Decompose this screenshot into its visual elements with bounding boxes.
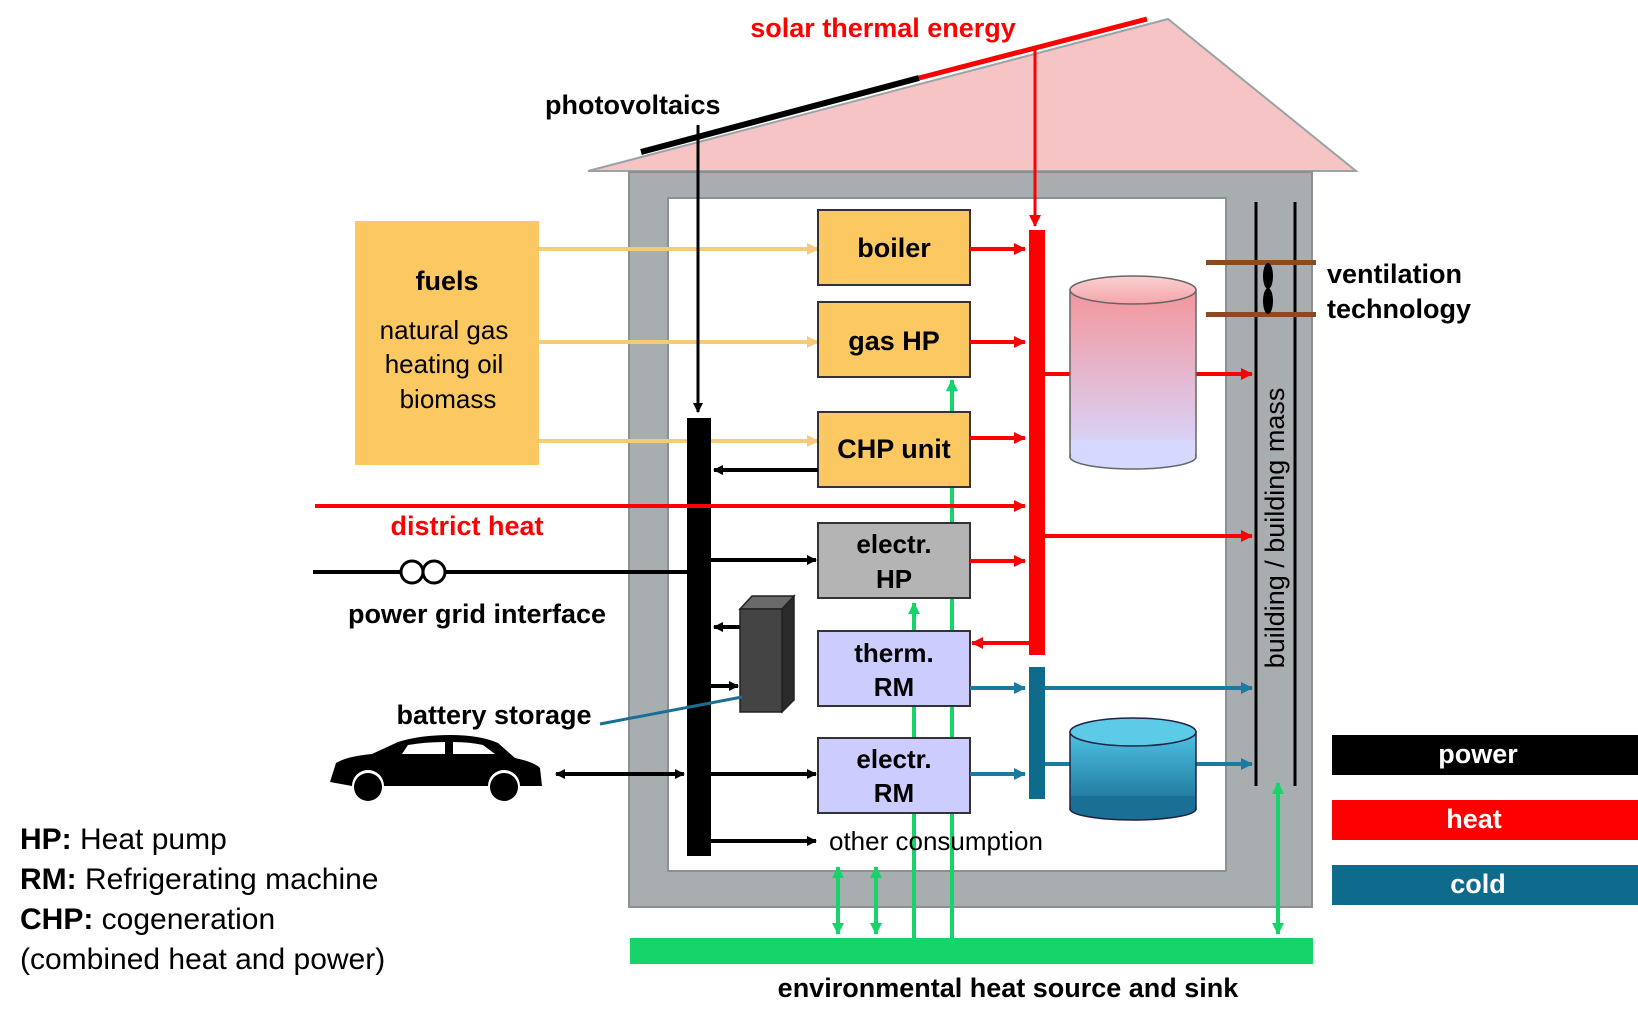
grid-meter-right xyxy=(421,559,447,585)
ventilation-label-2: technology xyxy=(1327,294,1471,324)
ventilation-label-1: ventilation xyxy=(1327,259,1462,289)
unit-therm-rm: therm. RM xyxy=(817,630,971,707)
svg-text:heat: heat xyxy=(1446,804,1502,834)
other-consumption-label: other consumption xyxy=(829,826,1043,856)
car-wheel-rear xyxy=(490,773,518,801)
svg-text:CHP unit: CHP unit xyxy=(837,434,951,464)
fuels-box xyxy=(355,221,539,465)
unit-electr-hp: electr. HP xyxy=(817,522,971,599)
building-mass-label: building / building mass xyxy=(1260,388,1290,669)
svg-text:therm.: therm. xyxy=(854,638,933,668)
battery-icon xyxy=(738,594,796,714)
power-bus xyxy=(687,418,711,856)
car-icon xyxy=(330,735,542,786)
svg-text:electr.: electr. xyxy=(856,744,931,774)
unit-gas-hp: gas HP xyxy=(817,301,971,378)
ventilation-icon xyxy=(1206,260,1316,317)
cold-bus xyxy=(1029,667,1045,799)
svg-text:cold: cold xyxy=(1450,869,1506,899)
svg-text:HP: HP xyxy=(876,564,912,594)
battery-storage-label: battery storage xyxy=(396,700,591,730)
environment-label: environmental heat source and sink xyxy=(778,973,1240,1003)
cold-storage-tank xyxy=(1069,717,1197,821)
solar-collector xyxy=(918,16,1148,81)
power-grid-label: power grid interface xyxy=(348,599,606,629)
legend-cold: cold xyxy=(1332,865,1638,905)
glossary-hp: HP: Heat pump xyxy=(20,823,227,856)
unit-chp: CHP unit xyxy=(817,411,971,488)
district-heat-label: district heat xyxy=(390,511,543,541)
svg-text:power: power xyxy=(1438,739,1518,769)
building-wall xyxy=(628,171,1313,908)
svg-text:RM: RM xyxy=(874,778,914,808)
glossary-chp-expansion: (combined heat and power) xyxy=(20,943,385,976)
svg-text:RM: RM xyxy=(874,672,914,702)
grid-meter-left xyxy=(399,559,425,585)
fuel-heating-oil: heating oil xyxy=(385,349,504,379)
unit-boiler: boiler xyxy=(817,209,971,286)
unit-electr-rm: electr. RM xyxy=(817,737,971,814)
fuels-title: fuels xyxy=(415,266,478,296)
car-wheel-front xyxy=(354,773,382,801)
svg-text:electr.: electr. xyxy=(856,529,931,559)
glossary-chp: CHP: cogeneration xyxy=(20,903,275,936)
environment-bar xyxy=(630,938,1313,964)
hot-storage-tank xyxy=(1069,275,1197,470)
pv-panel xyxy=(640,75,920,155)
legend-heat: heat xyxy=(1332,800,1638,840)
battery-pointer xyxy=(599,695,743,726)
legend-power: power xyxy=(1332,735,1638,775)
fuel-biomass: biomass xyxy=(400,384,497,414)
svg-text:gas HP: gas HP xyxy=(848,326,940,356)
svg-text:boiler: boiler xyxy=(857,233,931,263)
photovoltaics-label: photovoltaics xyxy=(545,90,721,120)
solar-thermal-label: solar thermal energy xyxy=(750,13,1016,43)
heat-bus xyxy=(1029,230,1045,655)
fuel-natural-gas: natural gas xyxy=(380,315,509,345)
glossary-rm: RM: Refrigerating machine xyxy=(20,863,378,896)
